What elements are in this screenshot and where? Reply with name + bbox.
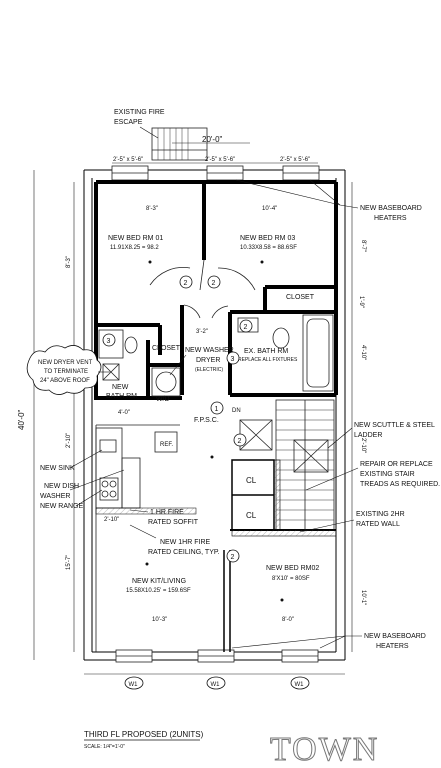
dim-r5: 10'-1" bbox=[360, 590, 366, 605]
scuttle-note-1: NEW SCUTTLE & STEEL bbox=[354, 422, 435, 429]
ceiling-note-2: RATED CEILING, TYP. bbox=[148, 549, 220, 556]
dim-bed03-w: 10'-4" bbox=[262, 206, 277, 212]
dim-r3: 4'-10" bbox=[360, 345, 366, 360]
dn-label: DN bbox=[232, 408, 241, 414]
baseboard-bottom-1: NEW BASEBOARD bbox=[364, 633, 426, 640]
fpsc-label: F.P.S.C. bbox=[194, 417, 219, 424]
cl-a-label: CL bbox=[246, 476, 257, 485]
dim-kit-w: 10'-3" bbox=[152, 617, 167, 623]
fire-escape-leader bbox=[139, 126, 159, 139]
door-tag-7: 2 bbox=[238, 438, 242, 445]
fire-escape-label-2: ESCAPE bbox=[114, 119, 143, 126]
soffit-note-2: RATED SOFFIT bbox=[148, 519, 199, 526]
washer-note-2: DRYER bbox=[196, 357, 220, 364]
soffit-hatch bbox=[95, 507, 197, 515]
stair-note-3: TREADS AS REQUIRED. bbox=[360, 481, 440, 488]
door-tag-2: 2 bbox=[212, 280, 216, 287]
dish-note-2: WASHER bbox=[40, 493, 70, 500]
dim-r2: 1'-9" bbox=[358, 296, 364, 308]
window-tag-2: W1 bbox=[211, 682, 221, 688]
ref-label: REF. bbox=[160, 442, 173, 448]
dryer-vent-note-2: TO TERMINATE bbox=[44, 369, 88, 375]
room-bed03-name: NEW BED RM 03 bbox=[240, 235, 295, 242]
window-tag-1: W1 bbox=[129, 682, 139, 688]
dim-soffit-w: 2'-10" bbox=[104, 517, 119, 523]
door-tag-6: 1 bbox=[215, 406, 219, 413]
dish-note-1: NEW DISH bbox=[44, 483, 79, 490]
lower-walls bbox=[95, 424, 336, 652]
window-tag-3: W1 bbox=[295, 682, 305, 688]
closet-a-label: CLOSET bbox=[286, 294, 315, 301]
soffit-note-1: 1 HR FIRE bbox=[150, 509, 184, 516]
dim-bed01-w: 8'-3" bbox=[146, 206, 158, 212]
top-windows bbox=[111, 165, 320, 181]
dim-l3: 15'-7" bbox=[66, 555, 72, 570]
door-tag-3: 2 bbox=[244, 324, 248, 331]
room-bed02-area: 8'X10' = 80SF bbox=[272, 576, 310, 582]
dryer-vent-note-3: 24" ABOVE ROOF bbox=[40, 378, 90, 384]
scuttle-note-2: LADDER bbox=[354, 432, 382, 439]
ex-bath-name: EX. BATH RM bbox=[244, 348, 288, 355]
town-logo: TOWN bbox=[270, 731, 379, 768]
baseboard-top-2: HEATERS bbox=[374, 215, 407, 222]
bath-fixtures bbox=[98, 314, 334, 397]
room-bed01-name: NEW BED RM 01 bbox=[108, 235, 163, 242]
closet-b-label: CLOSET bbox=[152, 345, 181, 352]
overall-depth-dim: 40'-0" bbox=[17, 409, 26, 430]
room-bed01-area: 11.91X8.25 = 98.2 bbox=[110, 245, 159, 251]
dim-bed02-w: 8'-0" bbox=[282, 617, 294, 623]
door-tag-8: 2 bbox=[231, 554, 235, 561]
stair-note-1: REPAIR OR REPLACE bbox=[360, 461, 433, 468]
cl-closets bbox=[231, 459, 337, 537]
sheet-scale: SCALE: 1/4"=1'-0" bbox=[84, 744, 125, 750]
baseboard-top-1: NEW BASEBOARD bbox=[360, 205, 422, 212]
wd-label: W/D bbox=[156, 396, 170, 403]
baseboard-bottom-2: HEATERS bbox=[376, 643, 409, 650]
stair-note-2: EXISTING STAIR bbox=[360, 471, 415, 478]
wall-2hr-note-1: EXISTING 2HR bbox=[356, 511, 405, 518]
dryer-vent-cloud bbox=[26, 345, 102, 395]
dim-hall: 3'-2" bbox=[196, 329, 208, 335]
cl-b-label: CL bbox=[246, 511, 257, 520]
window-tags: W1 W1 W1 bbox=[124, 676, 310, 690]
door-swings bbox=[149, 259, 256, 319]
window-dim-2: 2'-5" x 5'-6" bbox=[205, 157, 235, 163]
dim-bath-w: 4'-0" bbox=[118, 410, 130, 416]
window-dim-1: 2'-5" x 5'-6" bbox=[113, 157, 143, 163]
bottom-windows bbox=[115, 649, 319, 663]
fire-escape-label-1: EXISTING FIRE bbox=[114, 109, 165, 116]
wall-2hr-note-2: RATED WALL bbox=[356, 521, 400, 528]
new-bath-line1: NEW bbox=[112, 384, 129, 391]
window-dim-3: 2'-5" x 5'-6" bbox=[280, 157, 310, 163]
washer-note-3: (ELECTRIC) bbox=[195, 367, 223, 373]
door-tag-5: 3 bbox=[231, 356, 235, 363]
fire-escape bbox=[151, 127, 208, 161]
kitchen-counters bbox=[95, 427, 178, 509]
ceiling-note-1: NEW 1HR FIRE bbox=[160, 539, 211, 546]
door-tag-4: 3 bbox=[107, 338, 111, 345]
room-bed03-area: 10.33X8.58 = 88.6SF bbox=[240, 245, 297, 251]
dim-l2: 2'-10" bbox=[66, 433, 72, 448]
dim-r1: 8'-7" bbox=[360, 240, 366, 252]
door-tags: 2 2 2 3 3 1 2 2 bbox=[102, 275, 253, 563]
sink-note: NEW SINK bbox=[40, 465, 75, 472]
room-kit-name: NEW KIT/LIVING bbox=[132, 578, 186, 585]
washer-note-1: NEW WASHER bbox=[185, 347, 234, 354]
dim-l1: 8'-3" bbox=[66, 256, 72, 268]
new-bath-line2: BATH RM bbox=[106, 393, 137, 400]
room-kit-area: 15.58X10.25' = 159.6SF bbox=[126, 588, 191, 594]
ex-bath-sub: REPLACE ALL FIXTURES bbox=[238, 357, 298, 363]
dryer-vent-note-1: NEW DRYER VENT bbox=[38, 360, 93, 366]
dim-r4: 2'-10" bbox=[360, 438, 366, 453]
range-note: NEW RANGE bbox=[40, 503, 84, 510]
overall-width-dim: 20'-0" bbox=[202, 135, 223, 144]
light-fixtures bbox=[145, 260, 284, 602]
sheet-title: THIRD FL PROPOSED (2UNITS) bbox=[84, 730, 204, 739]
door-tag-1: 2 bbox=[184, 280, 188, 287]
room-bed02-name: NEW BED RM02 bbox=[266, 565, 319, 572]
